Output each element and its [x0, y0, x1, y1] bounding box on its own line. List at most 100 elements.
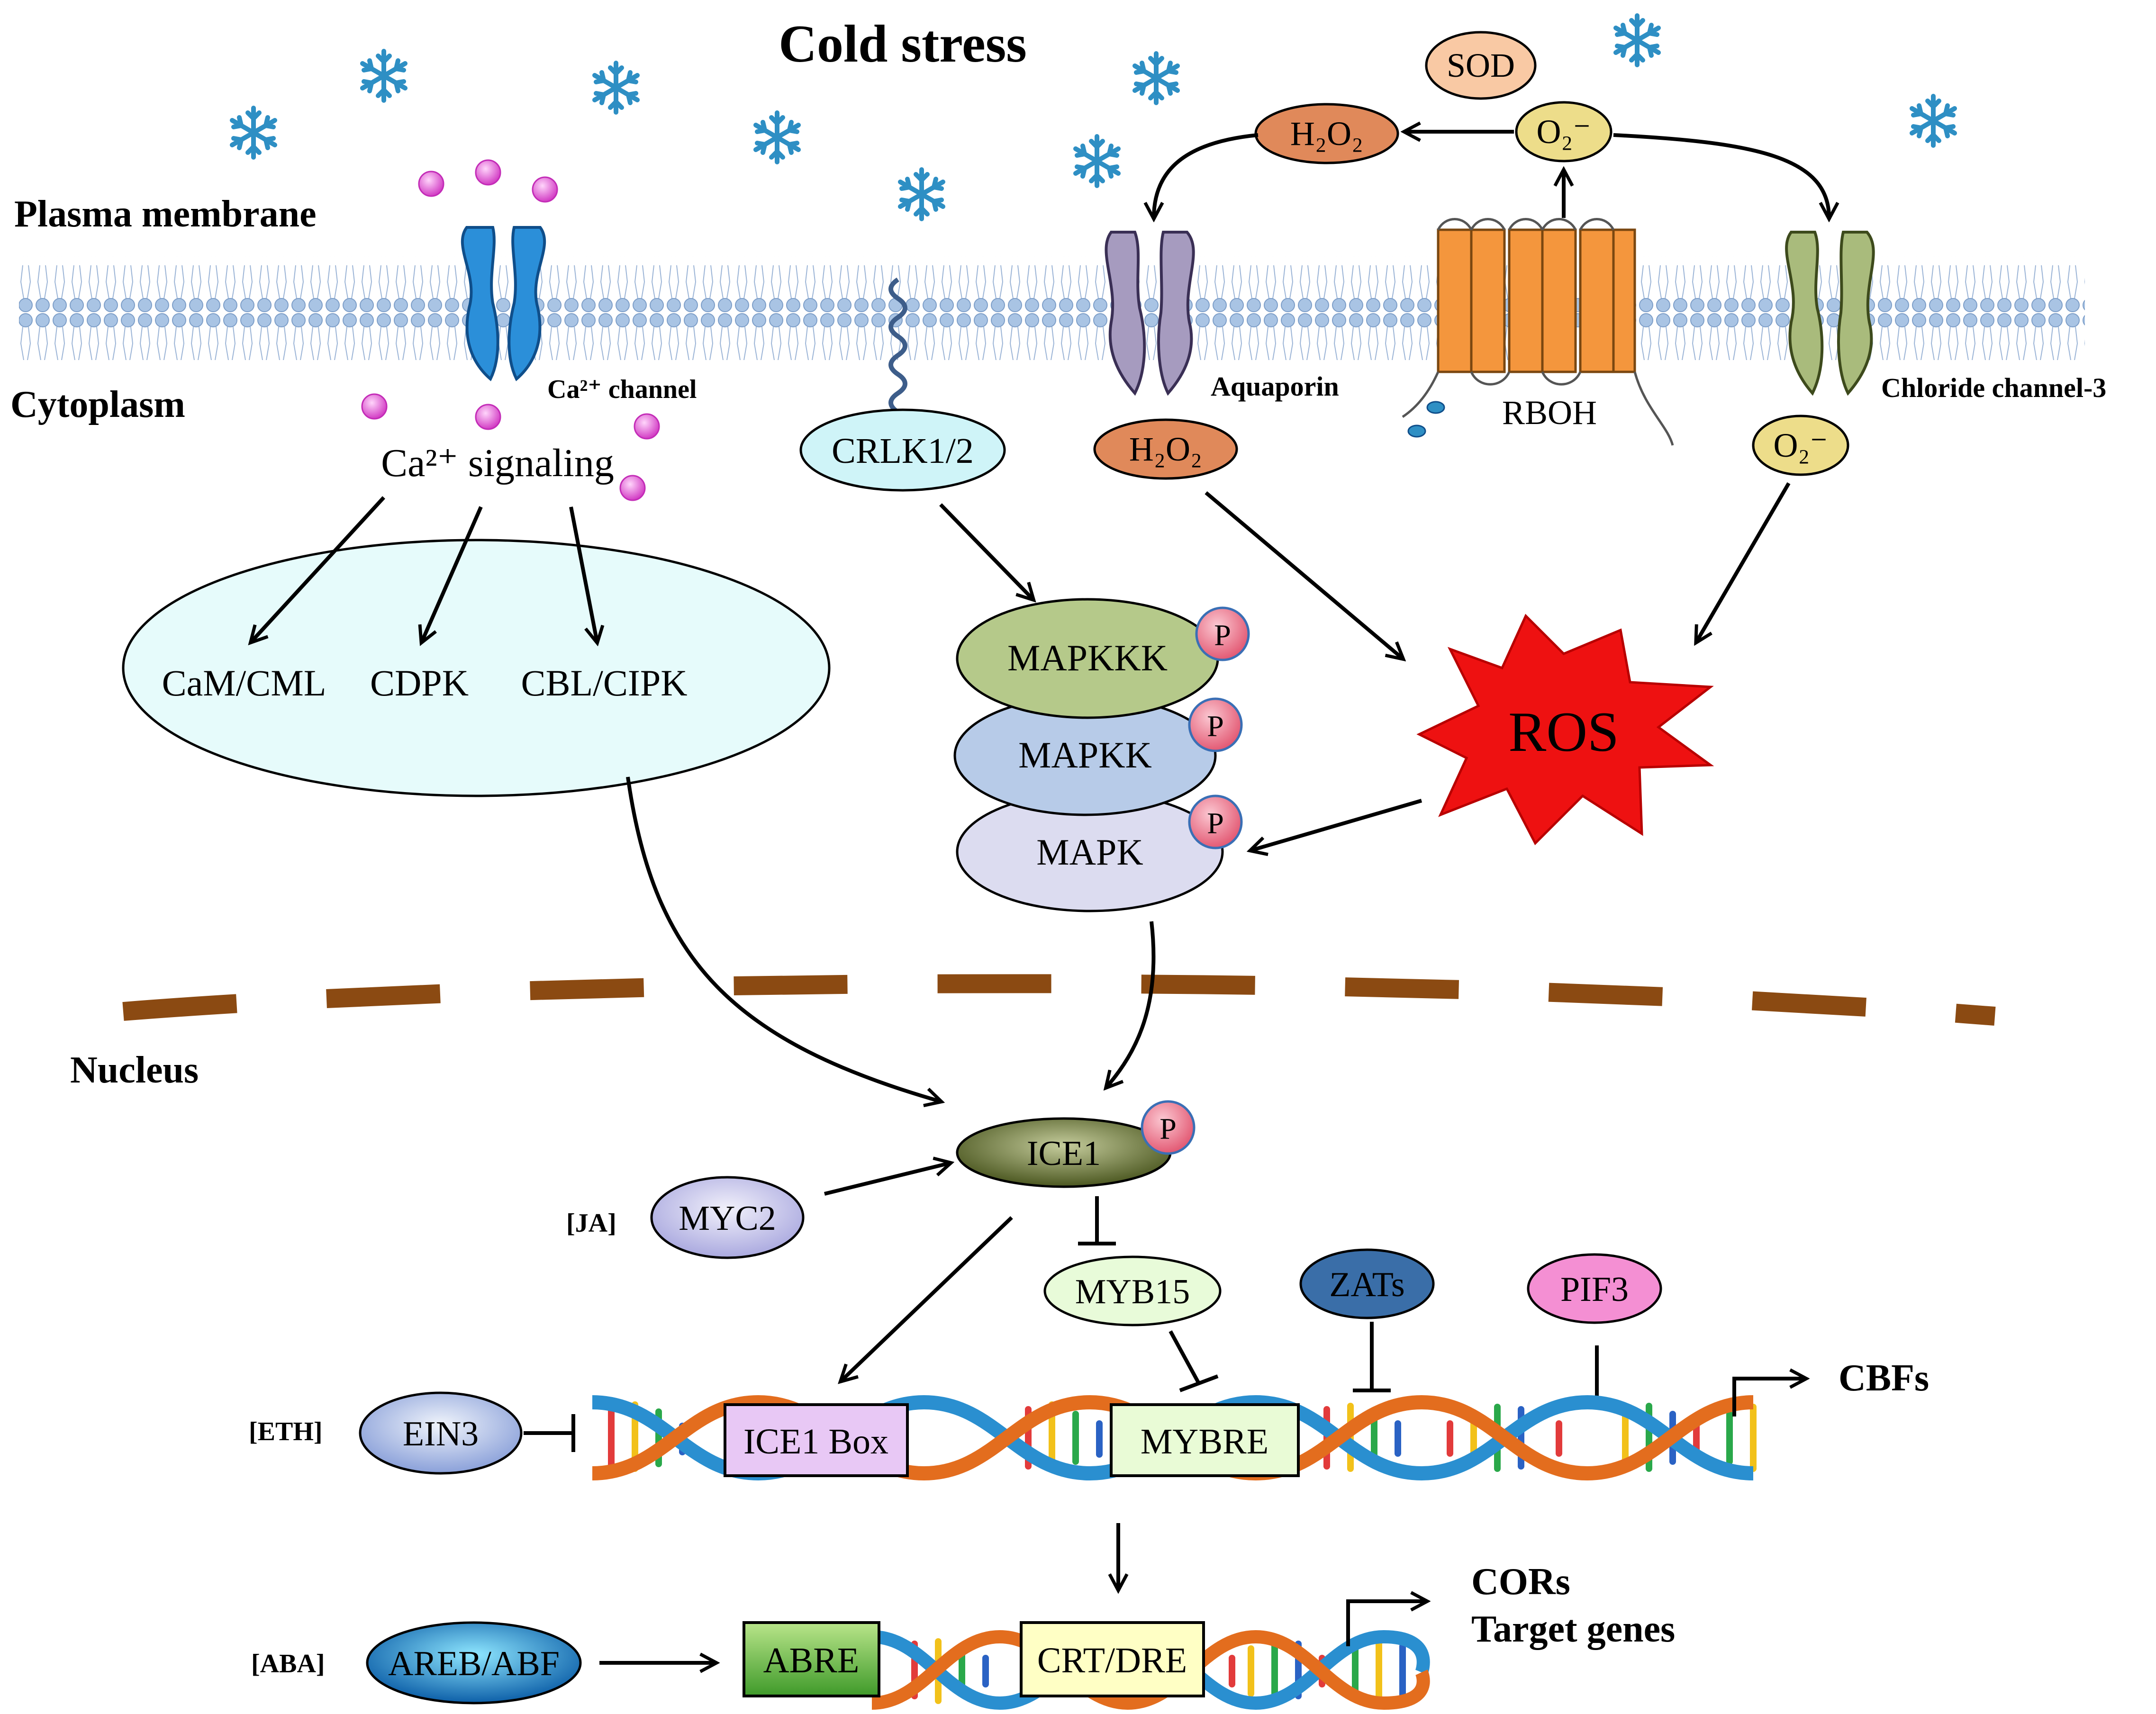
chloride-channel: [1785, 231, 1875, 396]
ice1-inhibits-myb15: [1078, 1196, 1116, 1245]
ja-hormone-label: [JA]: [566, 1209, 616, 1238]
areb-abf-node: [366, 1621, 582, 1705]
calcium-channel: [461, 226, 546, 381]
svg-text:P: P: [1207, 806, 1224, 840]
snowflake-icon: [362, 51, 405, 100]
crlk-transmembrane-helix: [888, 277, 907, 441]
ros-burst: [1416, 613, 1714, 846]
calcium-sensor-complex: [122, 539, 831, 797]
ice1-to-ice1-box-arrow: [841, 1216, 1013, 1381]
areb-abf-label: AREB/ABF: [388, 1644, 560, 1683]
snowflake-icon: [1912, 96, 1955, 145]
cam-cml-label: CaM/CML: [162, 662, 326, 704]
sod-node: [1425, 31, 1537, 100]
rboh-complex: [1402, 218, 1674, 446]
mapkk-label: MAPKK: [1018, 734, 1152, 776]
aquaporin-label: Aquaporin: [1211, 371, 1339, 402]
crlk-node: [799, 408, 1006, 492]
sod-label: SOD: [1447, 46, 1515, 84]
zats-inhibits-promoter: [1353, 1322, 1391, 1392]
ein3-label: EIN3: [403, 1415, 479, 1453]
ros-label: ROS: [1508, 700, 1619, 763]
snowflake-icon: [900, 170, 943, 219]
target-genes-label: Target genes: [1471, 1608, 1675, 1650]
cbl-cipk-label: CBL/CIPK: [521, 662, 687, 704]
mapkkk-label: MAPKKK: [1007, 637, 1168, 678]
ros-to-mapk-arrow: [1251, 799, 1422, 850]
o2-to-chloride-channel-arrow: [1613, 133, 1829, 218]
cbfs-label: CBFs: [1839, 1357, 1929, 1399]
myb15-inhibits-mybre: [1169, 1330, 1219, 1392]
h2o2-extracellular-label: H₂O₂: [1290, 115, 1363, 153]
snowflake-icon: [1076, 136, 1118, 186]
snowflake-icon: [1135, 54, 1178, 103]
aba-hormone-label: [ABA]: [251, 1649, 325, 1678]
o2-extracellular-label: O₂⁻: [1536, 113, 1591, 151]
ice1-box: [724, 1403, 909, 1477]
rboh-label: RBOH: [1502, 394, 1597, 432]
phospho-ice1-badge: P: [1141, 1100, 1196, 1155]
phospho-mapkkk-badge: P: [1195, 606, 1250, 661]
svg-text:P: P: [1214, 618, 1231, 652]
nucleus-label: Nucleus: [70, 1049, 199, 1091]
zats-node: [1299, 1248, 1435, 1319]
abre-box: [743, 1621, 880, 1697]
cytoplasm-label: Cytoplasm: [10, 384, 185, 425]
o2-to-ros-arrow: [1696, 482, 1791, 642]
zats-label: ZATs: [1329, 1265, 1404, 1304]
o2-intracellular-label: O₂⁻: [1773, 426, 1828, 464]
cbf-transcription-arrow: [1732, 1379, 1805, 1416]
myb15-node: [1043, 1255, 1222, 1326]
ice1-box-label: ICE1 Box: [743, 1422, 888, 1461]
crlk-to-mapkkk-arrow: [939, 503, 1033, 599]
crt-dre-label: CRT/DRE: [1037, 1641, 1187, 1680]
snowflake-icon: [756, 113, 798, 162]
snowflake-icon: [232, 108, 275, 157]
abre-label: ABRE: [763, 1641, 860, 1680]
myc2-to-ice1-arrow: [824, 1163, 950, 1196]
svg-text:P: P: [1160, 1112, 1177, 1146]
svg-text:P: P: [1207, 709, 1224, 743]
phospho-mapkk-badge: P: [1188, 697, 1243, 752]
pif3-node: [1527, 1253, 1662, 1324]
ice1-label: ICE1: [1027, 1134, 1101, 1173]
mybre-box: [1110, 1403, 1300, 1477]
mapk-label: MAPK: [1036, 831, 1143, 873]
crlk-label: CRLK1/2: [832, 431, 974, 471]
snowflake-icons: [232, 16, 1955, 219]
mybre-label: MYBRE: [1141, 1422, 1268, 1461]
eth-hormone-label: [ETH]: [249, 1417, 323, 1446]
calcium-to-ice1-arrow: [626, 776, 941, 1101]
h2o2-intracellular-label: H₂O₂: [1129, 430, 1202, 468]
o2-intracellular-node: [1752, 415, 1849, 476]
mapk-cascade: MAPKKK MAPKK MAPK: [953, 598, 1224, 912]
pif3-label: PIF3: [1560, 1270, 1629, 1309]
chloride-channel-label: Chloride channel-3: [1881, 372, 2106, 403]
ein3-node: [359, 1391, 523, 1475]
calcium-channel-label: Ca²⁺ channel: [547, 375, 697, 404]
snowflake-icon: [1616, 16, 1658, 65]
myc2-label: MYC2: [679, 1199, 776, 1238]
snowflake-icon: [595, 63, 637, 112]
calcium-signaling-label: Ca²⁺ signaling: [381, 441, 614, 485]
plasma-membrane-label: Plasma membrane: [14, 193, 317, 235]
myb15-label: MYB15: [1075, 1272, 1190, 1311]
cors-label: CORs: [1471, 1561, 1570, 1603]
nuclear-envelope: [122, 974, 1996, 1026]
h2o2-to-ros-arrow: [1205, 491, 1403, 659]
plasma-membrane: [19, 256, 2085, 360]
myc2-node: [650, 1176, 805, 1259]
h2o2-intracellular-node: [1093, 418, 1238, 480]
diagram-title: Cold stress: [779, 15, 1027, 73]
aquaporin-channel: [1105, 231, 1195, 396]
cor-transcription-arrow: [1346, 1601, 1426, 1646]
ein3-inhibits-promoter: [524, 1414, 575, 1452]
crt-dre-box: [1020, 1621, 1205, 1697]
mapk-to-ice1-arrow: [1106, 921, 1156, 1087]
o2-extracellular-node: [1515, 101, 1612, 162]
phospho-mapk-badge: P: [1188, 794, 1243, 849]
h2o2-to-aquaporin-arrow: [1154, 133, 1259, 218]
cdpk-label: CDPK: [370, 662, 469, 704]
calcium-signaling-arrows: [251, 496, 597, 642]
